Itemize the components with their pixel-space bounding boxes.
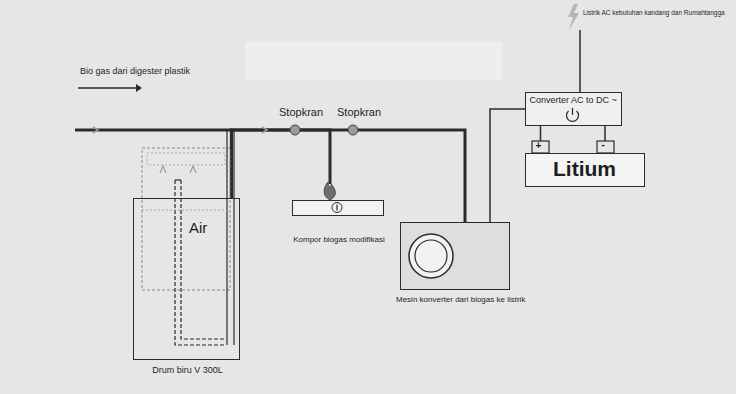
label-holder: Listrik AC kebutuhan kandang dan Rumahta… xyxy=(583,9,725,16)
node-label: Litium xyxy=(553,157,616,181)
node-caption: Mesin konverter dari biogas ke listrik xyxy=(396,295,525,304)
flow-arrow xyxy=(78,87,136,89)
lightning-icon xyxy=(568,4,579,30)
caption-holder: Mesin konverter dari biogas ke listrik xyxy=(396,295,525,304)
riser-pipe xyxy=(233,130,234,345)
power-wire xyxy=(490,109,525,222)
battery-box: Litium xyxy=(525,153,645,187)
flywheel-inner xyxy=(415,240,447,272)
knob-symbol xyxy=(293,201,383,215)
knob-symbol xyxy=(332,203,342,213)
flow-chevron xyxy=(93,127,98,133)
valve xyxy=(348,125,358,135)
ac-wire xyxy=(579,30,581,92)
inner-pipe-cap xyxy=(175,179,181,180)
inner-pipe xyxy=(181,180,226,339)
battery-terminal xyxy=(532,141,549,153)
terminal-sign: - xyxy=(602,139,605,151)
gas-holder xyxy=(142,148,230,290)
inner-pipe xyxy=(175,180,226,345)
flame xyxy=(324,182,335,200)
dc-wire xyxy=(604,126,606,141)
drum-tank: AirDrum biru V 300L xyxy=(133,198,240,360)
flywheel-symbol xyxy=(409,234,453,278)
text-holder: Litium xyxy=(553,157,616,181)
annotation-text: Stopkran xyxy=(337,106,381,119)
water-level xyxy=(142,210,230,211)
annotation-text: Listrik AC kebutuhan kandang dan Rumahta… xyxy=(583,9,725,16)
battery-terminal xyxy=(597,141,614,153)
label-holder: + xyxy=(536,140,542,152)
label-holder: Stopkran xyxy=(337,106,381,119)
node-label: Air xyxy=(189,219,207,236)
generator-box: Mesin konverter dari biogas ke listrik xyxy=(400,222,510,290)
node-caption: Kompor biogas modifikasi xyxy=(293,235,385,244)
annotation-text: Stopkran xyxy=(279,106,323,119)
annotation-text: Bio gas dari digester plastik xyxy=(80,66,190,76)
node-label: Converter AC to DC ~ xyxy=(530,95,617,105)
caption-holder: Kompor biogas modifikasi xyxy=(293,235,385,244)
caption-holder: Drum biru V 300L xyxy=(152,365,223,375)
label-holder: Bio gas dari digester plastik xyxy=(80,66,190,76)
terminal-sign: + xyxy=(536,140,542,152)
label-holder: Stopkran xyxy=(279,106,323,119)
riser-pipe xyxy=(226,130,227,345)
gas-arrows xyxy=(160,166,196,173)
flow-chevron xyxy=(262,127,267,133)
label-holder: - xyxy=(602,139,605,151)
gas-pipe xyxy=(231,130,330,198)
knob-mark xyxy=(336,205,337,211)
text-holder: Air xyxy=(189,219,207,236)
valve xyxy=(290,125,300,135)
text-holder: Converter AC to DC ~ xyxy=(530,95,617,105)
gas-holder-top xyxy=(147,153,225,165)
stove-box: Kompor biogas modifikasi xyxy=(292,200,384,216)
power-wire xyxy=(540,126,542,141)
converter-box: Converter AC to DC ~ xyxy=(525,92,622,126)
gas-pipe xyxy=(231,130,465,222)
flow-arrowhead xyxy=(136,84,142,92)
node-caption: Drum biru V 300L xyxy=(152,365,223,375)
motor-symbol xyxy=(401,223,509,289)
power-symbol-bar xyxy=(572,108,573,115)
blank-panel xyxy=(245,42,502,80)
